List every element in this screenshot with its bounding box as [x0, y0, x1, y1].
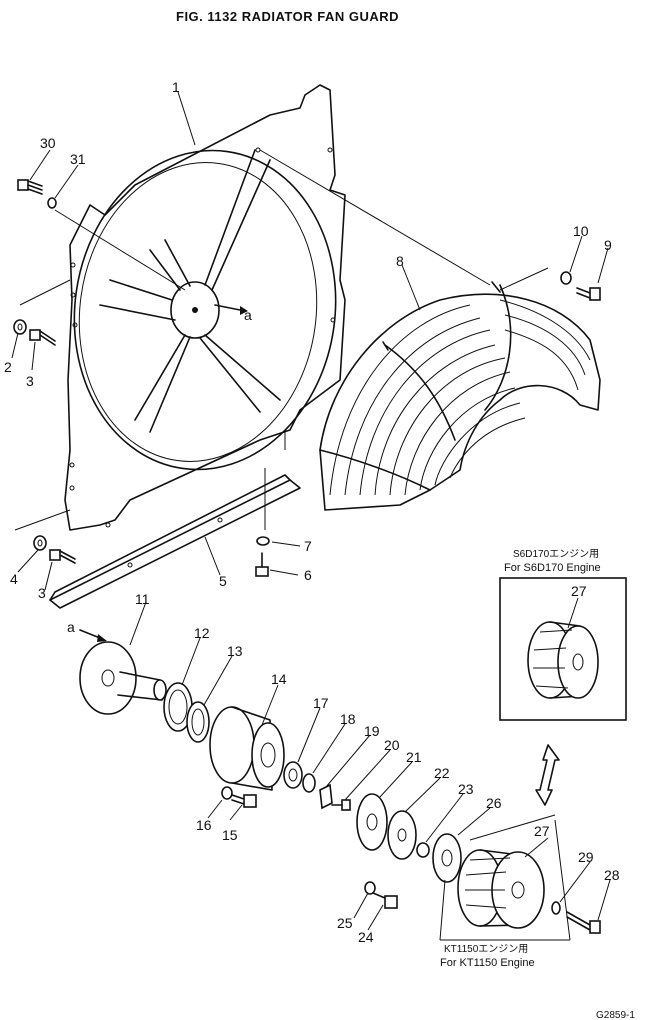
leader-lines [14, 149, 549, 531]
s6d170-label-jp: S6D170エンジン用 [513, 549, 599, 560]
callout-26: 26 [486, 795, 502, 811]
bolt-20 [331, 799, 351, 811]
callout-20: 20 [384, 737, 400, 753]
callout-4: 4 [10, 571, 18, 587]
callout-31: 31 [70, 151, 86, 167]
callout-25: 25 [337, 915, 353, 931]
pulley-27-kt1150 [457, 849, 545, 929]
callout-28: 28 [604, 867, 620, 883]
callout-19: 19 [364, 723, 380, 739]
callout-21: 21 [406, 749, 422, 765]
s6d170-label-en: For S6D170 Engine [504, 562, 601, 574]
washer-2 [13, 319, 27, 335]
callout-17: 17 [313, 695, 329, 711]
bolt-3-upper [29, 329, 56, 346]
washer-25 [364, 881, 376, 895]
callout-1: 1 [172, 79, 180, 95]
callout-a-upper: a [244, 307, 252, 323]
callout-23: 23 [458, 781, 474, 797]
washer-31 [47, 197, 57, 209]
kt1150-bracket [439, 814, 571, 941]
callout-a-lower: a [67, 619, 75, 635]
bolt-28 [566, 911, 601, 934]
callout-22: 22 [434, 765, 450, 781]
plate-19 [319, 783, 333, 810]
washer-29 [551, 901, 561, 915]
housing-14 [209, 706, 285, 791]
callout-29: 29 [578, 849, 594, 865]
bearing-17 [283, 761, 303, 789]
bolt-30 [17, 179, 43, 195]
callout-13: 13 [227, 643, 243, 659]
callout-2: 2 [4, 359, 12, 375]
bolt-3-lower [49, 549, 76, 564]
spacer-21 [356, 793, 388, 851]
kt1150-label-en: For KT1150 Engine [440, 957, 535, 969]
flange-22 [387, 810, 417, 860]
swap-arrow-icon [535, 744, 560, 806]
bolt-9 [576, 287, 601, 301]
callout-18: 18 [340, 711, 356, 727]
callout-24: 24 [358, 929, 374, 945]
arrow-a-upper-icon [214, 304, 248, 315]
callout-27-kt1150: 27 [534, 823, 550, 839]
callout-14: 14 [271, 671, 287, 687]
arrow-a-lower-icon [79, 629, 107, 642]
callout-27-s6d170: 27 [571, 583, 587, 599]
callout-15: 15 [222, 827, 238, 843]
callout-8: 8 [396, 253, 404, 269]
washer-18 [302, 773, 316, 793]
callout-numbers: 1 2 3 3 4 5 6 7 8 9 10 11 12 13 14 15 16… [4, 79, 620, 945]
callout-6: 6 [304, 567, 312, 583]
kt1150-label-jp: KT1150エンジン用 [444, 944, 528, 955]
s6d170-inset [499, 577, 627, 721]
washer-4 [33, 535, 47, 551]
callout-7: 7 [304, 538, 312, 554]
adapter-26 [432, 833, 462, 883]
figure-title: FIG. 1132 RADIATOR FAN GUARD [176, 9, 399, 24]
washer-16 [221, 786, 233, 800]
seal-13 [186, 701, 210, 743]
footer-code: G2859-1 [596, 1010, 635, 1020]
bolt-24 [372, 892, 398, 909]
callout-12: 12 [194, 625, 210, 641]
bolt-15 [231, 794, 257, 808]
callout-9: 9 [604, 237, 612, 253]
fan-guard [319, 281, 601, 511]
callout-11: 11 [135, 591, 150, 607]
bolt-6 [255, 552, 269, 577]
support-bar [49, 474, 301, 609]
fan-ring [73, 149, 337, 471]
callout-30: 30 [40, 135, 56, 151]
washer-7 [256, 536, 270, 546]
washer-10 [560, 271, 572, 285]
callout-leaders [11, 91, 611, 931]
hub-11 [79, 641, 167, 715]
fan-shroud [64, 84, 346, 531]
callout-3-lower: 3 [38, 585, 46, 601]
callout-3-upper: 3 [26, 373, 34, 389]
callout-5: 5 [219, 573, 227, 589]
pin-23 [416, 842, 430, 858]
callout-10: 10 [573, 223, 589, 239]
callout-16: 16 [196, 817, 212, 833]
